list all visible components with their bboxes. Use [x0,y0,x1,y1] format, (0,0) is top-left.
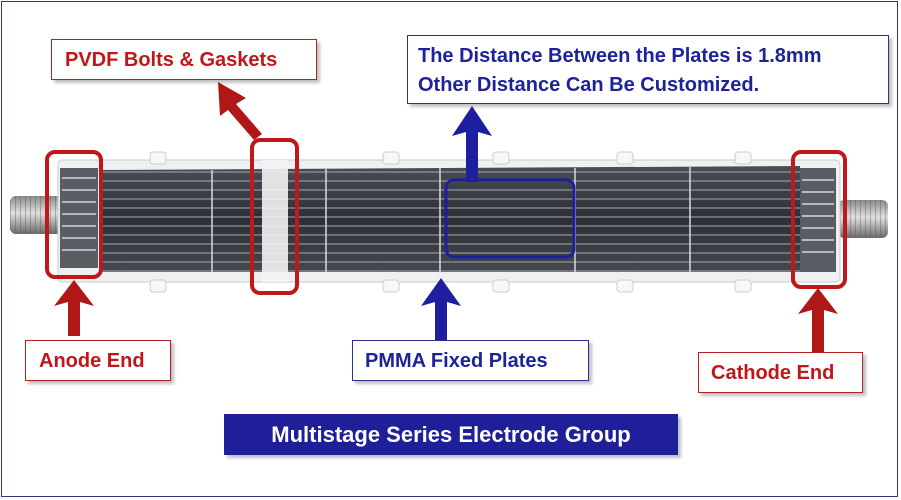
title-text: Multistage Series Electrode Group [271,421,631,447]
title-banner: Multistage Series Electrode Group [224,414,678,455]
pmma-arrow [421,278,461,340]
cathode-highlight-box [791,150,847,289]
bolts-highlight-box [250,138,299,295]
pmma-fixed-plates-label: PMMA Fixed Plates [352,340,589,381]
plate-gap-highlight-box [444,178,576,259]
distance-line-1: The Distance Between the Plates is 1.8mm [418,45,822,67]
anode-arrow [54,280,94,336]
anode-end-cap [60,168,98,268]
cathode-label-text: Cathode End [711,362,835,384]
cathode-arrow [798,288,838,354]
plate-distance-label: The Distance Between the Plates is 1.8mm… [407,35,889,104]
pvdf-label-text: PVDF Bolts & Gaskets [65,49,278,71]
anode-highlight-box [45,150,103,279]
pmma-label-text: PMMA Fixed Plates [365,350,548,372]
cathode-end-label: Cathode End [698,352,863,393]
anode-label-text: Anode End [39,350,145,372]
distance-arrow [452,106,492,182]
pvdf-bolts-gaskets-label: PVDF Bolts & Gaskets [51,39,317,80]
pvdf-arrow [218,82,262,140]
distance-line-2: Other Distance Can Be Customized. [418,74,760,96]
cathode-end-cap [800,168,836,272]
anode-end-label: Anode End [25,340,171,381]
